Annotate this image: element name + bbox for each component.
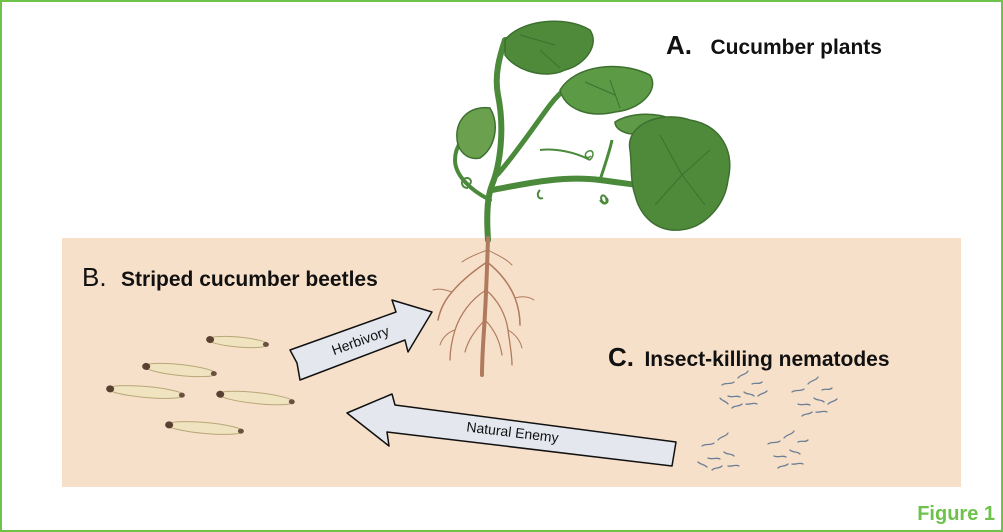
- label-cucumber-plants: A. Cucumber plants: [666, 30, 882, 61]
- label-text-a: Cucumber plants: [710, 36, 882, 59]
- label-insect-killing-nematodes: C. Insect-killing nematodes: [608, 342, 890, 373]
- label-letter-a: A.: [666, 30, 692, 60]
- label-text-b: Striped cucumber beetles: [121, 268, 378, 291]
- label-letter-b: B.: [82, 262, 107, 292]
- label-striped-cucumber-beetles: B. Striped cucumber beetles: [82, 262, 378, 293]
- label-letter-c: C.: [608, 342, 634, 372]
- beetle-larvae-illustration: [106, 334, 296, 437]
- plant-roots-illustration: [433, 238, 534, 375]
- label-text-c: Insect-killing nematodes: [644, 348, 889, 371]
- figure-number-label: Figure 1: [917, 503, 995, 526]
- nematodes-illustration: [698, 371, 837, 470]
